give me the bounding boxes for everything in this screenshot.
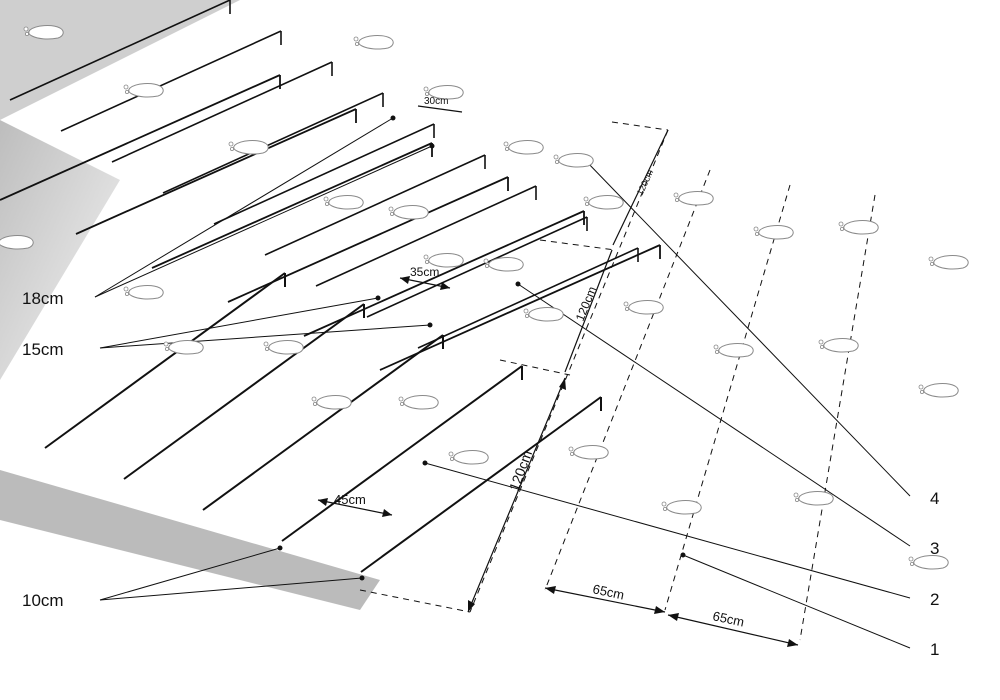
footprint-icon <box>323 195 364 210</box>
zone-label-1: 1 <box>930 640 939 659</box>
footprint-icon <box>353 35 394 50</box>
rise-label-18: 18cm <box>22 289 64 308</box>
footprint-icon <box>388 205 429 220</box>
footprint-icon <box>568 445 609 460</box>
footprint-icon <box>713 343 754 358</box>
tread-35-label: 35cm <box>410 265 439 279</box>
footprint-icon <box>661 500 702 515</box>
walking-grid <box>359 121 876 641</box>
width-middle-label: 120cm <box>573 284 599 323</box>
lower-step-nosing <box>123 303 365 480</box>
leader-lines <box>94 117 911 649</box>
footprint-icon <box>793 491 834 506</box>
footprint-icon <box>123 285 164 300</box>
stride-b-label: 65cm <box>711 608 745 629</box>
middle-step-nosing <box>379 244 661 371</box>
footprint-icon <box>263 340 304 355</box>
footprint-icon <box>311 395 352 410</box>
footprint-icon <box>163 340 204 355</box>
middle-steps <box>0 74 661 371</box>
footprint-icon <box>928 255 969 270</box>
middle-step-nosing <box>151 142 433 269</box>
footprint-icon <box>838 220 879 235</box>
lower-step-nosing <box>281 365 523 542</box>
footprint-icon <box>753 225 794 240</box>
upper-step-nosing <box>213 123 435 225</box>
upper-step-nosing <box>264 154 486 256</box>
footprint-icon <box>0 235 34 250</box>
footprint-icon <box>523 307 564 322</box>
footprint-icon <box>398 395 439 410</box>
footprint-icon <box>623 300 664 315</box>
width-lower-label: 120cm <box>506 448 535 493</box>
middle-step-nosing <box>303 210 585 337</box>
footprint-icon <box>448 450 489 465</box>
middle-step-nosing <box>75 108 357 235</box>
tread-45-label: 45cm <box>334 492 366 507</box>
footprint-icon <box>123 83 164 98</box>
lower-step-nosing <box>360 396 602 573</box>
footprint-icon <box>583 195 624 210</box>
rise-label-10: 10cm <box>22 591 64 610</box>
footprint-icon <box>553 153 594 168</box>
upper-step-nosing <box>315 185 537 287</box>
lower-step-nosing <box>202 334 444 511</box>
footprint-icon <box>918 383 959 398</box>
footprint-icon <box>673 191 714 206</box>
stride-a-label: 65cm <box>591 581 625 602</box>
lower-steps <box>44 272 602 573</box>
upper-step-nosing <box>60 30 282 132</box>
upper-step-nosing <box>111 61 333 163</box>
footprint-icon <box>228 140 269 155</box>
dimension-lines <box>317 105 799 646</box>
zone-label-2: 2 <box>930 590 939 609</box>
upper-step-nosing <box>366 216 588 318</box>
lower-step-nosing <box>44 272 286 449</box>
upper-step-nosing <box>9 0 231 101</box>
middle-step-nosing <box>0 74 281 201</box>
upper-steps <box>9 0 639 349</box>
tread-30-label: 30cm <box>424 96 448 107</box>
upper-step-nosing <box>417 247 639 349</box>
upper-step-nosing <box>162 92 384 194</box>
footprint-icon <box>503 140 544 155</box>
width-upper-label: 120cm <box>635 168 655 197</box>
footprint-icon <box>908 555 949 570</box>
zone-label-4: 4 <box>930 489 939 508</box>
arrowheads <box>318 276 798 647</box>
footprint-icon <box>818 338 859 353</box>
zone-label-3: 3 <box>930 539 939 558</box>
footprint-icon <box>483 257 524 272</box>
rise-label-15: 15cm <box>22 340 64 359</box>
